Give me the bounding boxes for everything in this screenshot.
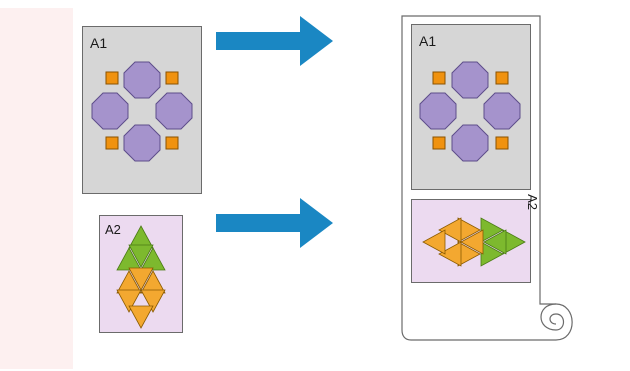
roll-a1-label: A1 <box>419 33 437 49</box>
side-strip <box>0 8 73 369</box>
source-a2-triangles <box>116 225 166 329</box>
arrow-right-icon <box>216 16 333 66</box>
arrow-right-icon <box>216 198 333 248</box>
roll-a2-triangles <box>422 217 526 267</box>
roll-a1-octagons <box>419 61 521 162</box>
source-a1-label: A1 <box>90 35 108 51</box>
source-a1-octagons <box>91 61 193 162</box>
source-a2-label: A2 <box>105 222 121 237</box>
